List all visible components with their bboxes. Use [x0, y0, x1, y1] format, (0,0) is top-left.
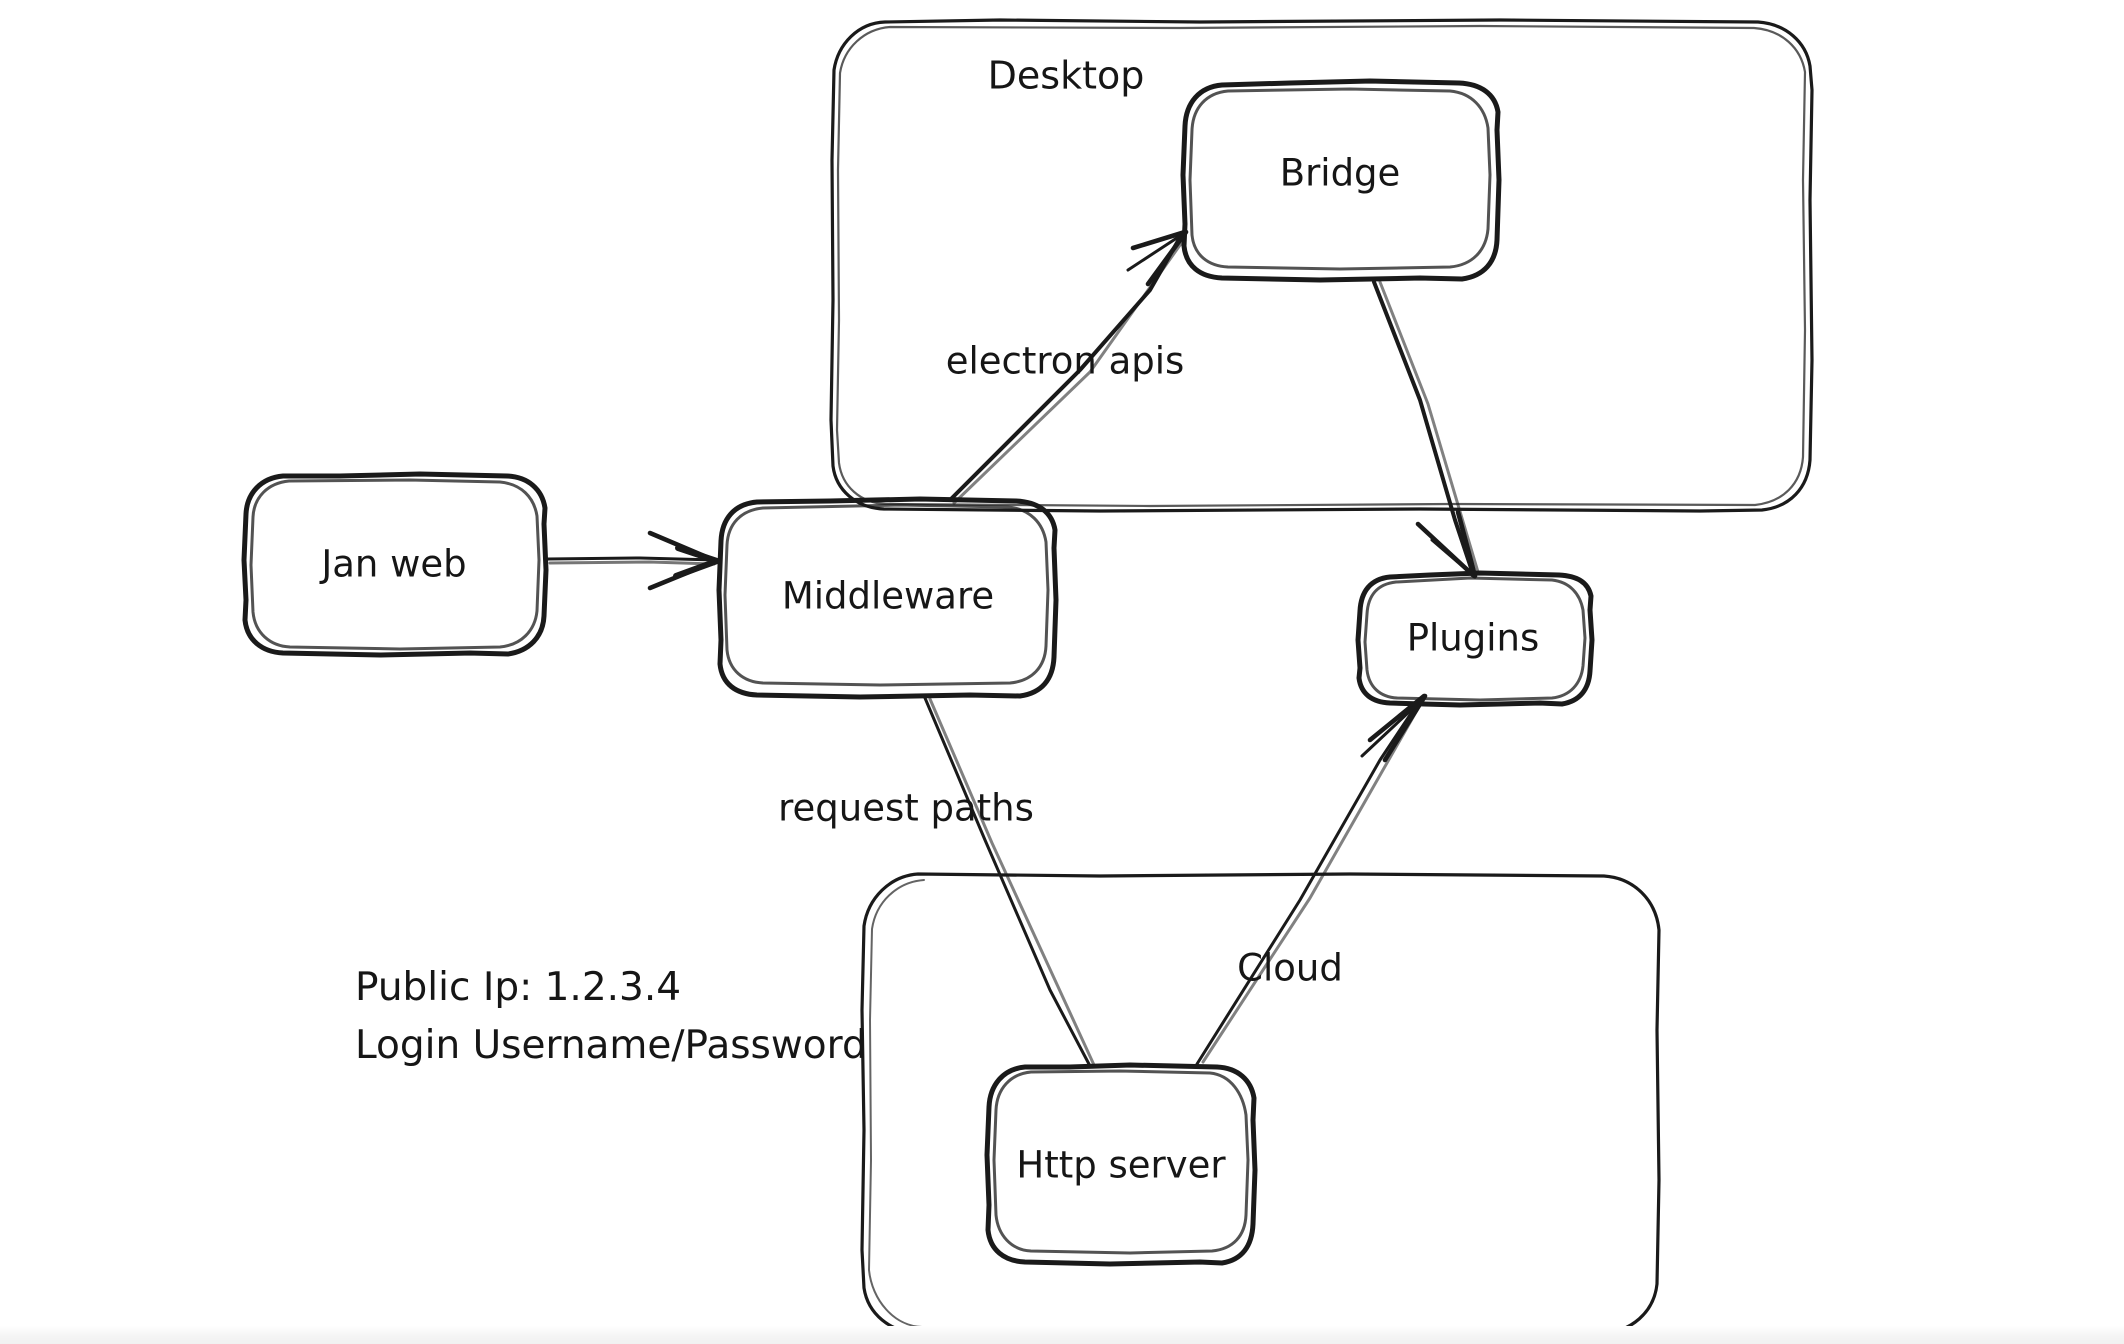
node-label-middleware: Middleware [782, 575, 994, 618]
group-cloud [860, 872, 1661, 1337]
note-public-ip: Public Ip: 1.2.3.4 Login Username/Passwo… [355, 965, 867, 1068]
node-label-http-server: Http server [1016, 1144, 1226, 1187]
edge-jan-web-to-middleware [546, 530, 720, 591]
edge-http-server-to-plugins: Cloud [1195, 693, 1428, 1066]
arrowhead-e2-a [1130, 229, 1188, 251]
edge-label-electron-apis: electron apis [946, 340, 1185, 383]
edge-middleware-to-bridge: electron apis [946, 229, 1189, 505]
node-label-plugins: Plugins [1407, 617, 1540, 660]
node-http-server[interactable]: Http server [984, 1062, 1258, 1267]
bottom-edge-strip [0, 1326, 2124, 1344]
arrowhead-e5-b [1382, 693, 1428, 763]
edge-middleware-to-http-server: request paths [778, 696, 1096, 1068]
arrowhead-e2-b [1145, 229, 1189, 287]
edge-label-request-paths: request paths [778, 787, 1034, 830]
group-label-desktop: Desktop [988, 54, 1145, 98]
group-desktop: Desktop [829, 18, 1814, 513]
arrowhead-e5-a [1367, 693, 1427, 743]
node-plugins[interactable]: Plugins [1355, 570, 1595, 708]
arrowhead-e3-b [1455, 509, 1478, 579]
edge-bridge-to-plugins [1372, 280, 1480, 579]
note-line-public-ip: Public Ip: 1.2.3.4 [355, 965, 681, 1010]
edge-label-cloud: Cloud [1237, 947, 1343, 990]
note-line-login: Login Username/Password [355, 1023, 867, 1068]
node-jan-web[interactable]: Jan web [241, 471, 549, 658]
node-label-bridge: Bridge [1280, 152, 1401, 195]
node-label-jan-web: Jan web [319, 543, 466, 586]
node-middleware[interactable]: Middleware [716, 496, 1059, 700]
node-bridge[interactable]: Bridge [1180, 78, 1502, 283]
